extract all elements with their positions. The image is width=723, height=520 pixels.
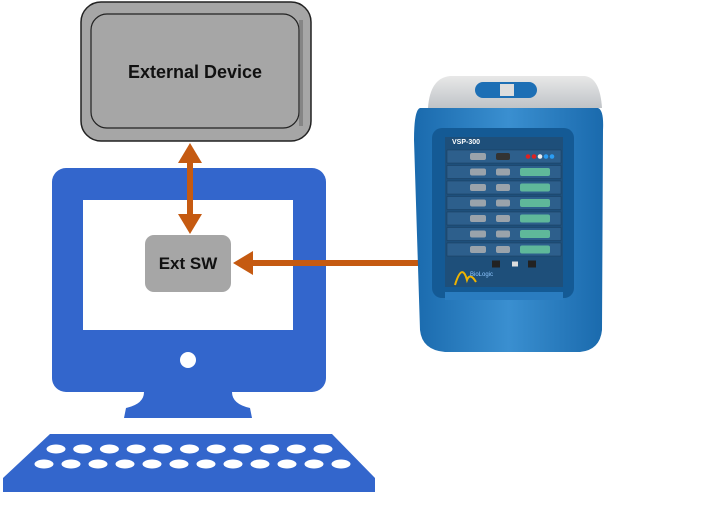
keyboard-key	[34, 459, 54, 469]
keyboard-key	[260, 444, 280, 454]
keyboard-key	[61, 459, 81, 469]
keyboard-key	[304, 459, 324, 469]
keyboard-key	[153, 444, 173, 454]
ethernet-port	[492, 260, 500, 268]
keyboard-key	[99, 444, 119, 454]
keyboard-key	[196, 459, 216, 469]
instrument-brand-label: BioLogic	[470, 272, 494, 278]
keyboard-key	[46, 444, 66, 454]
keyboard-key	[233, 444, 253, 454]
keyboard-key	[115, 459, 135, 469]
keyboard-key	[313, 444, 333, 454]
keyboard-key	[88, 459, 108, 469]
keyboard-key	[331, 459, 351, 469]
keyboard-icon	[3, 434, 375, 492]
ext-sw-box	[145, 235, 231, 292]
external-device-box	[80, 1, 312, 142]
keyboard-key	[126, 444, 146, 454]
external-device-label: External Device	[127, 61, 263, 82]
keyboard-key	[277, 459, 297, 469]
keyboard-key	[142, 459, 162, 469]
keyboard-key	[180, 444, 199, 454]
keyboard-key	[206, 444, 226, 454]
ext-sw-label: Ext SW	[158, 253, 218, 273]
keyboard-key	[73, 444, 93, 454]
keyboard-key	[223, 459, 243, 469]
keyboard-key	[169, 459, 189, 469]
arrow-device-to-sw	[178, 143, 202, 234]
keyboard-key	[286, 444, 306, 454]
potentiostat-instrument-image	[414, 76, 604, 352]
keyboard-key	[250, 459, 270, 469]
instrument-model-label: VSP-300	[452, 139, 481, 146]
